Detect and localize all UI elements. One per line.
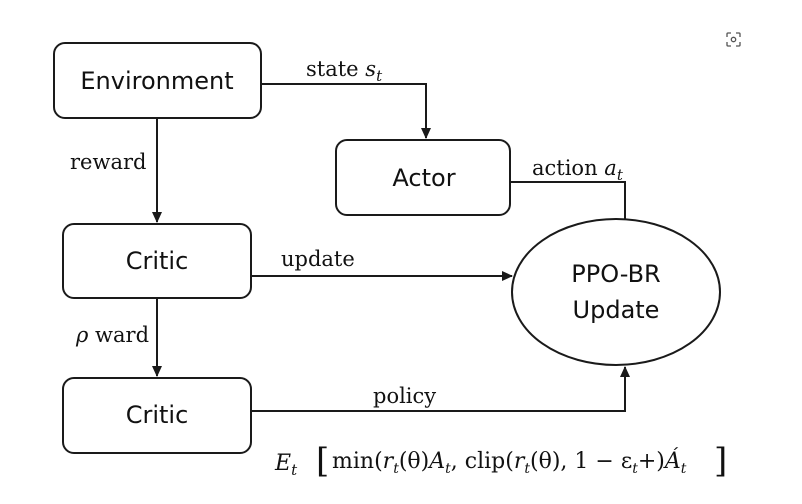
ppo-br-update-node: PPO-BR Update [511, 218, 721, 366]
rho-ward-label: ρ ward [75, 323, 149, 347]
environment-node: Environment [53, 42, 262, 119]
reward-label: reward [70, 150, 146, 174]
update-label: Update [573, 296, 660, 324]
svg-text:Et: Et [274, 451, 298, 479]
environment-label: Environment [80, 67, 233, 95]
actor-node: Actor [335, 139, 511, 216]
formula-open-bracket: [ [316, 441, 329, 481]
update-label-edge: update [281, 247, 355, 271]
scan-icon[interactable] [726, 32, 741, 47]
action-edge [510, 181, 626, 220]
critic-bottom-label: Critic [126, 401, 189, 429]
state-label: state st [306, 57, 383, 85]
actor-label: Actor [392, 164, 455, 192]
critic-top-label: Critic [126, 247, 189, 275]
formula-body: min(rt(θ)At, clip(rt(θ), 1 − εt+)Át [332, 447, 687, 477]
formula-close-bracket: ] [714, 441, 727, 481]
policy-edge [251, 366, 630, 412]
objective-formula: Et [ min(rt(θ)At, clip(rt(θ), 1 − εt+)Át… [274, 441, 727, 481]
critic-top-node: Critic [62, 223, 252, 299]
action-label: action at [532, 156, 624, 184]
ppo-br-label: PPO-BR [571, 260, 660, 288]
policy-label: policy [373, 384, 436, 408]
critic-bottom-node: Critic [62, 377, 252, 454]
state-edge [261, 83, 431, 139]
